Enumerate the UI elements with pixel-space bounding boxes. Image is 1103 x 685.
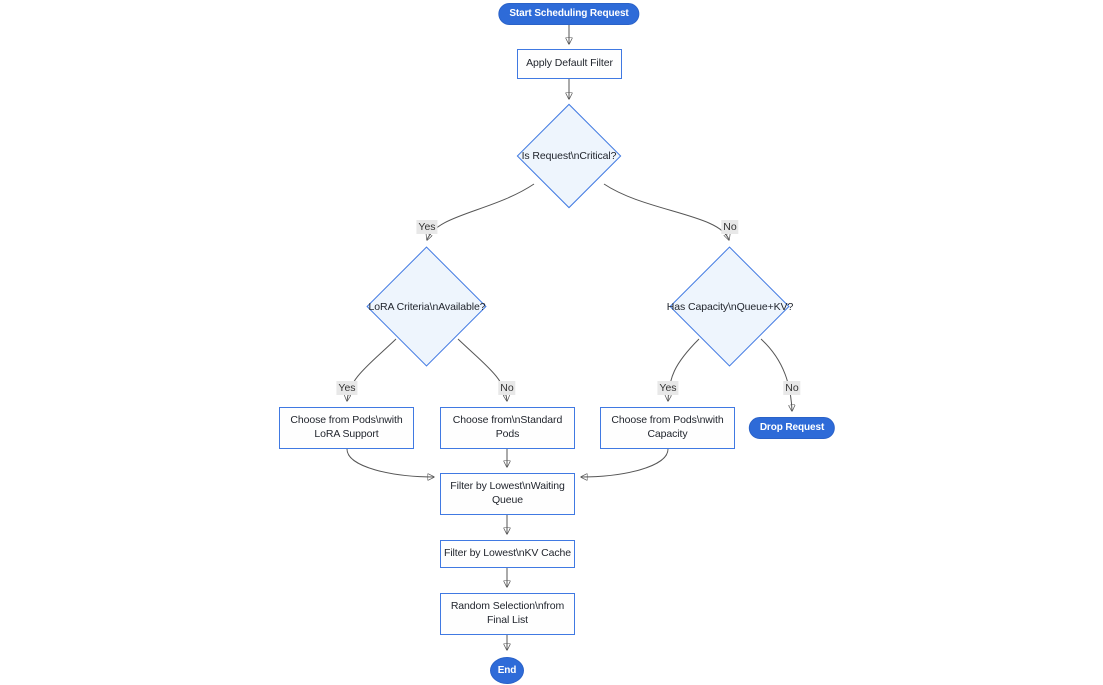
node-lora-criteria-label: LoRA Criteria\nAvailable? [368, 301, 486, 313]
edge-cappods-to-queue [581, 448, 669, 477]
node-filter-waiting-queue: Filter by Lowest\nWaiting Queue [440, 473, 575, 515]
edge-capacity-no [760, 338, 792, 411]
node-end: End [490, 657, 524, 684]
edge-label-lora-yes: Yes [336, 381, 358, 395]
node-choose-capacity-pods: Choose from Pods\nwith Capacity [600, 407, 735, 449]
node-apply-default-filter: Apply Default Filter [517, 49, 622, 79]
node-filter-kv-cache: Filter by Lowest\nKV Cache [440, 540, 575, 568]
edge-label-critical-no: No [721, 220, 739, 234]
node-random-selection: Random Selection\nfrom Final List [440, 593, 575, 635]
edge-label-critical-yes: Yes [416, 220, 438, 234]
edge-critical-no [603, 183, 729, 240]
node-has-capacity-label: Has Capacity\nQueue+KV? [666, 301, 794, 313]
edge-lorapods-to-queue [346, 448, 434, 477]
edge-critical-yes [427, 183, 535, 240]
node-choose-standard-pods: Choose from\nStandard Pods [440, 407, 575, 449]
node-is-request-critical-label: Is Request\nCritical? [521, 150, 617, 162]
edge-label-capacity-no: No [783, 381, 801, 395]
edge-label-capacity-yes: Yes [657, 381, 679, 395]
node-drop-request: Drop Request [748, 417, 836, 439]
edge-label-lora-no: No [498, 381, 516, 395]
node-start: Start Scheduling Request [498, 3, 640, 25]
node-choose-lora-pods: Choose from Pods\nwith LoRA Support [279, 407, 414, 449]
